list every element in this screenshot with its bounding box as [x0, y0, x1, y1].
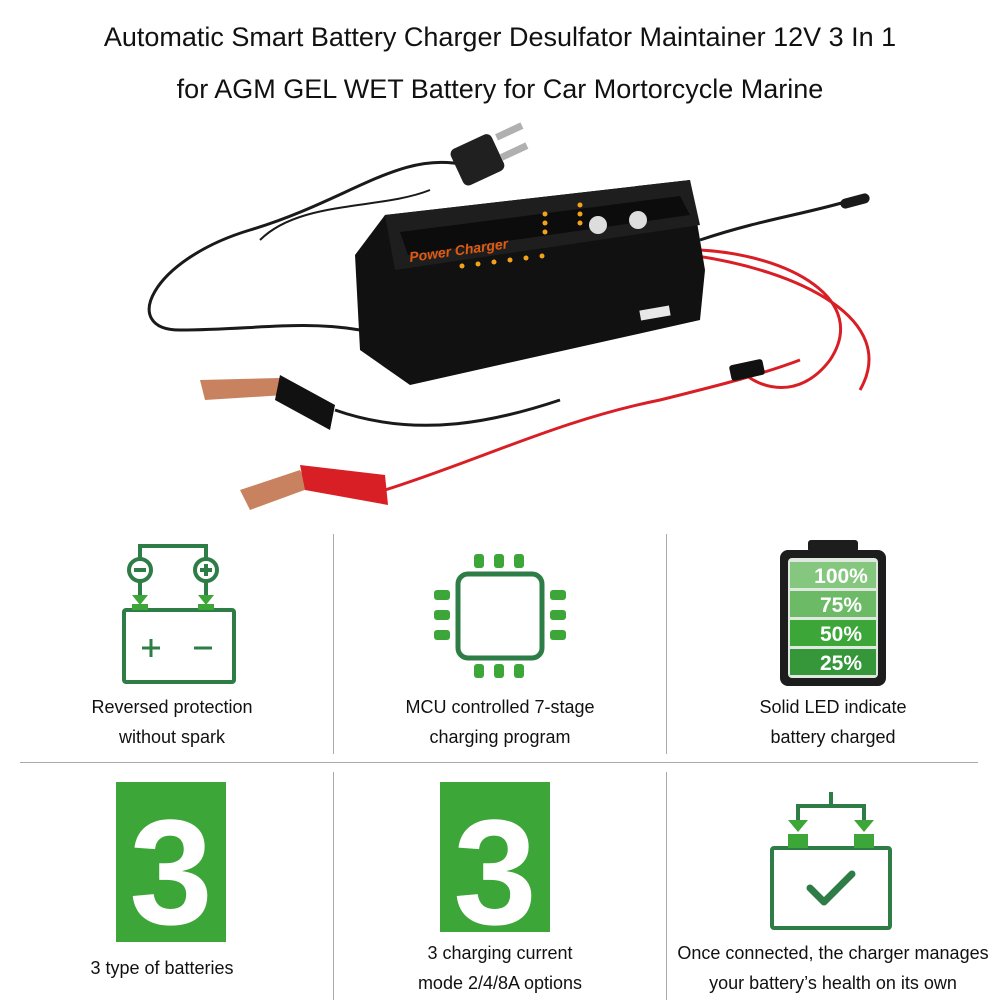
caption-line: your battery’s health on its own	[709, 973, 957, 993]
grid-divider	[333, 534, 334, 754]
chip-icon	[434, 554, 566, 678]
red-clamp	[240, 358, 801, 510]
plug-icon	[450, 122, 529, 186]
level-label: 50%	[820, 623, 862, 646]
level-label: 100%	[814, 565, 868, 588]
battery-level-icon: 100% 75% 50% 25%	[780, 540, 886, 686]
caption-line: Once connected, the charger manages	[677, 943, 989, 963]
caption-line: 3 type of batteries	[90, 958, 234, 978]
caption-line: Solid LED indicate	[759, 697, 907, 717]
caption-line: without spark	[118, 727, 226, 747]
product-image: Power Charger	[147, 122, 871, 510]
black-clamp	[200, 375, 561, 430]
grid-divider	[666, 772, 667, 1000]
battery-check-icon	[770, 792, 892, 930]
feature-caption-reverse-protection: Reversed protection without spark	[12, 692, 332, 752]
caption-line: MCU controlled 7-stage	[405, 697, 595, 717]
charger-body: Power Charger	[355, 180, 705, 385]
product-title-line2: for AGM GEL WET Battery for Car Mortorcy…	[176, 74, 824, 104]
caption-line: mode 2/4/8A options	[417, 973, 583, 993]
caption-line: 3 charging current	[427, 943, 573, 963]
battery-terminals-icon	[122, 544, 236, 684]
caption-line: Reversed protection	[91, 697, 253, 717]
level-label: 75%	[820, 594, 862, 617]
caption-line: charging program	[429, 727, 571, 747]
number-three-icon: 3	[440, 782, 550, 956]
feature-caption-mcu: MCU controlled 7-stage charging program	[340, 692, 660, 752]
product-title-line1: Automatic Smart Battery Charger Desulfat…	[103, 22, 897, 52]
feature-caption-current-modes: 3 charging current mode 2/4/8A options	[340, 938, 660, 998]
level-label: 25%	[820, 652, 862, 675]
grid-divider	[666, 534, 667, 754]
grid-divider	[20, 762, 978, 763]
number-three-icon: 3	[116, 782, 226, 956]
feature-caption-battery-types: 3 type of batteries	[2, 953, 322, 983]
caption-line: battery charged	[770, 727, 896, 747]
feature-caption-led: Solid LED indicate battery charged	[673, 692, 993, 752]
grid-divider	[333, 772, 334, 1000]
feature-caption-auto-manage: Once connected, the charger manages your…	[668, 938, 998, 998]
